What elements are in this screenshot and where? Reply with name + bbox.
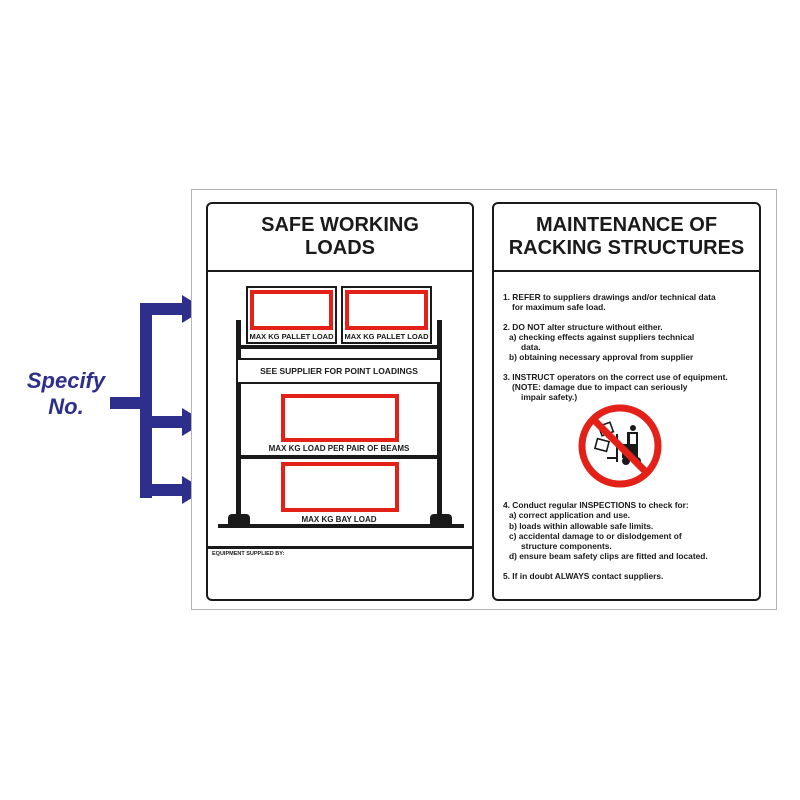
pallet-red-2	[345, 290, 428, 330]
pallet-red-1	[250, 290, 333, 330]
specify-text: Specify No.	[26, 368, 106, 419]
list-item: 1. REFER to suppliers drawings and/or te…	[503, 292, 716, 313]
upright-left	[236, 320, 241, 520]
maintenance-panel: MAINTENANCE OF RACKING STRUCTURES	[492, 202, 761, 601]
panel-title: MAINTENANCE OF RACKING STRUCTURES	[494, 204, 759, 272]
foot-left	[228, 514, 250, 526]
bay-label: MAX KG BAY LOAD	[301, 515, 377, 524]
foot-right	[430, 514, 452, 526]
rack-diagram: MAX KG PALLET LOAD MAX KG PALLET LOAD SE…	[206, 270, 474, 540]
pallet-label-2: MAX KG PALLET LOAD	[344, 332, 429, 341]
beam-mid	[236, 455, 442, 459]
rack-floor	[218, 524, 464, 528]
maintenance-list-continued: 4. Conduct regular INSPECTIONS to check …	[503, 500, 755, 590]
pallet-box-2: MAX KG PALLET LOAD	[341, 286, 432, 344]
beam-top	[236, 345, 442, 349]
list-item: 4. Conduct regular INSPECTIONS to check …	[503, 500, 708, 562]
beam-label: MAX KG LOAD PER PAIR OF BEAMS	[268, 444, 410, 453]
no-forklift-impact-icon	[578, 404, 662, 488]
safe-working-loads-panel: SAFE WORKING LOADS	[206, 202, 474, 601]
list-item: 3. INSTRUCT operators on the correct use…	[503, 371, 728, 403]
panel-title: SAFE WORKING LOADS	[208, 204, 472, 272]
pallet-box-1: MAX KG PALLET LOAD	[246, 286, 337, 344]
point-loadings-label: SEE SUPPLIER FOR POINT LOADINGS	[260, 366, 418, 376]
point-loadings-box: SEE SUPPLIER FOR POINT LOADINGS	[236, 358, 442, 384]
maintenance-list: 1. REFER to suppliers drawings and/or te…	[503, 292, 755, 412]
equipment-divider	[206, 546, 474, 549]
list-item: 2. DO NOT alter structure without either…	[503, 321, 695, 363]
list-item: 5. If in doubt ALWAYS contact suppliers.	[503, 570, 664, 581]
bay-red-box	[281, 462, 399, 512]
pallet-label-1: MAX KG PALLET LOAD	[249, 332, 334, 341]
beam-red-box	[281, 394, 399, 442]
upright-right	[437, 320, 442, 520]
equipment-label: EQUIPMENT SUPPLIED BY:	[212, 551, 285, 557]
bracket-arrows-icon	[110, 295, 205, 504]
